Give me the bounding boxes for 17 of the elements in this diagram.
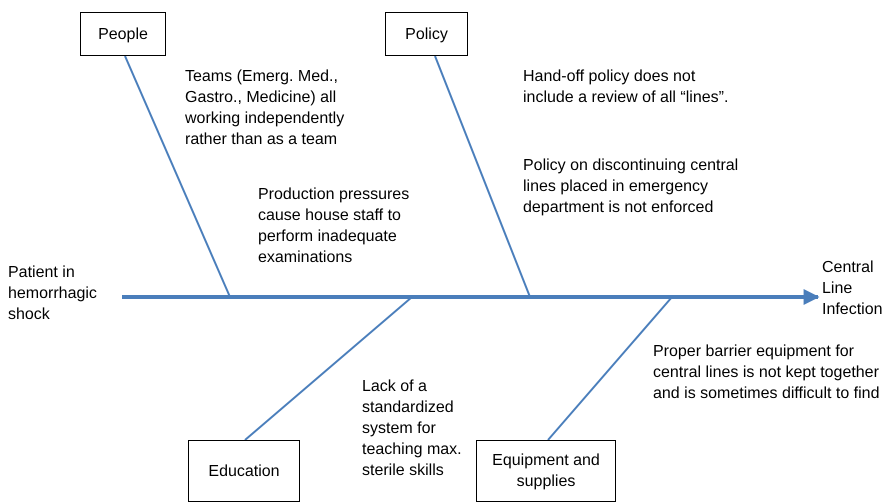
category-box: People (80, 12, 166, 56)
effect-text-label: Central Line Infection (822, 257, 894, 325)
problem-text-label: Patient in hemorrhagic shock (8, 262, 118, 332)
cause-text: Teams (Emerg. Med., Gastro., Medicine) all working independently rather than as a team (185, 67, 346, 150)
category-box: Policy (385, 12, 468, 56)
bone-line (124, 56, 231, 298)
bone-line (434, 56, 531, 298)
cause-text: Production pressures cause house staff to perform inadequate examinations (258, 185, 410, 268)
bone-line (547, 296, 673, 441)
cause-text: Policy on discontinuing central lines placed in emergency department is not enforced (523, 156, 740, 218)
cause-text: Proper barrier equipment for central lines is not kept together and is sometimes difficult to find (653, 342, 880, 404)
bone-line (244, 296, 413, 441)
category-box: Education (188, 440, 300, 502)
category-box: Equipment and supplies (476, 440, 616, 502)
cause-text: Hand-off policy does not include a review of all “lines”. (523, 67, 730, 108)
arrow (122, 289, 820, 305)
cause-text: Lack of a standardized system for teaching max. sterile skills (362, 377, 463, 481)
